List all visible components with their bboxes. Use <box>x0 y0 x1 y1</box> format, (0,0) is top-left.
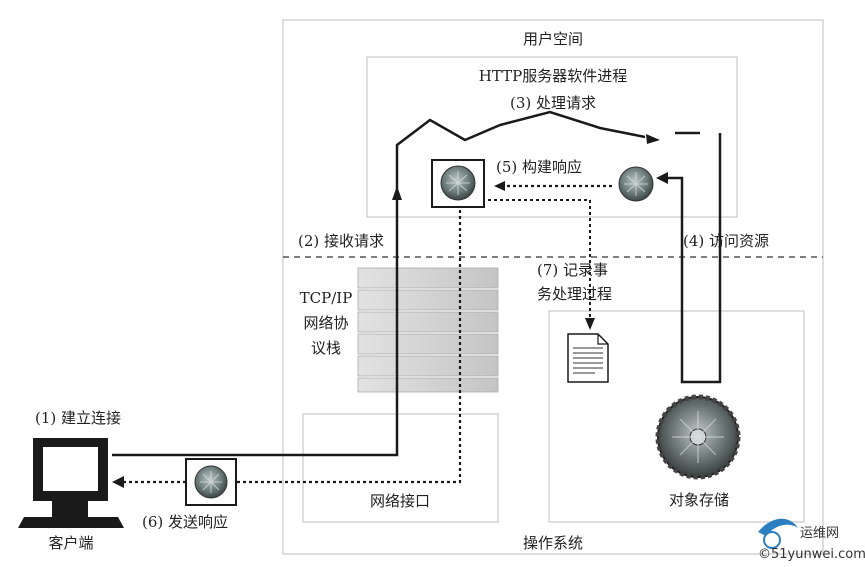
http-process-label: HTTP服务器软件进程 <box>479 67 627 85</box>
watermark-line2: ©51yunwei.com <box>758 547 865 562</box>
connection-arrowhead <box>392 186 402 200</box>
client-label: 客户端 <box>48 534 93 552</box>
step5-label: (5) 构建响应 <box>496 158 582 176</box>
os-label: 操作系统 <box>523 534 583 552</box>
sent-response-chip-icon <box>185 458 237 506</box>
step7-label-line1: (7) 记录事 <box>537 261 608 279</box>
http-process-box <box>366 56 738 218</box>
process-wave <box>395 110 646 190</box>
response-chip-icon <box>431 159 485 208</box>
log-document-icon <box>567 333 609 383</box>
watermark-logo-icon <box>758 518 798 549</box>
resource-chip-icon <box>618 166 654 202</box>
step2-label: (2) 接收请求 <box>298 232 384 250</box>
os-box <box>282 19 824 555</box>
client-computer-icon <box>18 438 124 528</box>
step4-label: (4) 访问资源 <box>683 232 769 250</box>
connection-line <box>112 200 399 457</box>
storage-disk-icon <box>655 394 741 480</box>
network-interface-label: 网络接口 <box>370 492 430 510</box>
log-line <box>488 199 591 320</box>
network-interface-box <box>302 413 499 523</box>
build-response-arrowhead <box>494 181 505 191</box>
tcpip-label-line1: TCP/IP <box>300 289 353 307</box>
log-arrowhead <box>585 318 595 330</box>
process-arrowhead <box>646 134 660 144</box>
tcpip-label-line2: 网络协 <box>303 314 348 332</box>
watermark-line1: 运维网 <box>800 526 839 541</box>
tcpip-label-line3: 议栈 <box>311 339 341 357</box>
access-line <box>664 133 722 384</box>
step6-label: (6) 发送响应 <box>142 513 228 531</box>
step3-label: (3) 处理请求 <box>510 94 596 112</box>
object-storage-label: 对象存储 <box>669 491 729 509</box>
access-arrowhead <box>656 172 668 184</box>
send-response-line <box>122 210 462 484</box>
step7-label-line2: 务处理过程 <box>537 285 612 303</box>
step1-label: (1) 建立连接 <box>35 409 121 427</box>
send-response-arrowhead <box>112 476 124 488</box>
tcpip-stack <box>357 267 499 393</box>
object-storage-box <box>548 310 805 523</box>
user-space-label: 用户空间 <box>523 30 583 48</box>
